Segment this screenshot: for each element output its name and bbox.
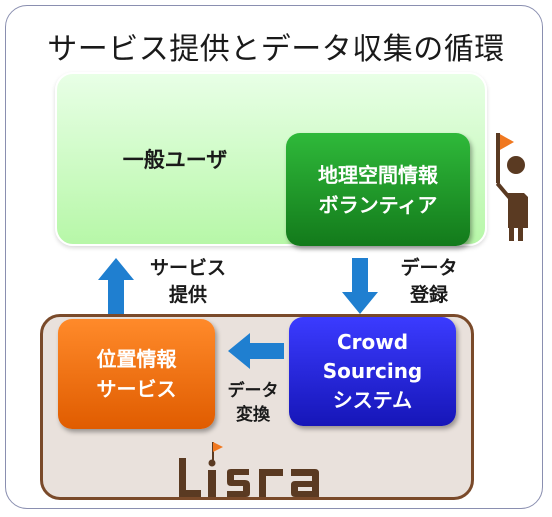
- service-provision-line1: サービス: [149, 257, 226, 279]
- crowd-sourcing-line1: Crowd: [336, 330, 409, 354]
- diagram-title: サービス提供とデータ収集の循環: [47, 32, 505, 67]
- general-user-label: 一般ユーザ: [122, 148, 228, 172]
- location-service-line1: 位置情報: [96, 347, 177, 371]
- location-service-line2: サービス: [96, 377, 177, 401]
- data-registration-line1: データ: [400, 257, 458, 279]
- crowd-sourcing-line3: システム: [332, 388, 413, 412]
- crowd-sourcing-line2: Sourcing: [322, 359, 423, 383]
- volunteer-label-line2: ボランティア: [318, 192, 438, 217]
- data-registration-arrow: [342, 258, 378, 314]
- data-conversion-label: データ 変換: [218, 379, 288, 427]
- data-conversion-line2: 変換: [236, 405, 270, 425]
- volunteer-label-line1: 地理空間情報: [318, 162, 438, 187]
- volunteer-person-icon: [496, 133, 528, 241]
- volunteer-badge: 地理空間情報 ボランティア: [286, 133, 470, 246]
- service-provision-label: サービス 提供: [133, 255, 243, 309]
- service-provision-arrow: [98, 258, 134, 314]
- data-conversion-arrow: [228, 333, 284, 369]
- service-provision-line2: 提供: [168, 284, 207, 306]
- lisra-logo: [179, 442, 319, 497]
- data-registration-label: データ 登録: [384, 255, 474, 309]
- location-service-badge: 位置情報 サービス: [58, 319, 215, 429]
- data-registration-line2: 登録: [409, 284, 448, 306]
- crowd-sourcing-badge: Crowd Sourcing システム: [289, 317, 456, 426]
- data-conversion-line1: データ: [227, 381, 279, 401]
